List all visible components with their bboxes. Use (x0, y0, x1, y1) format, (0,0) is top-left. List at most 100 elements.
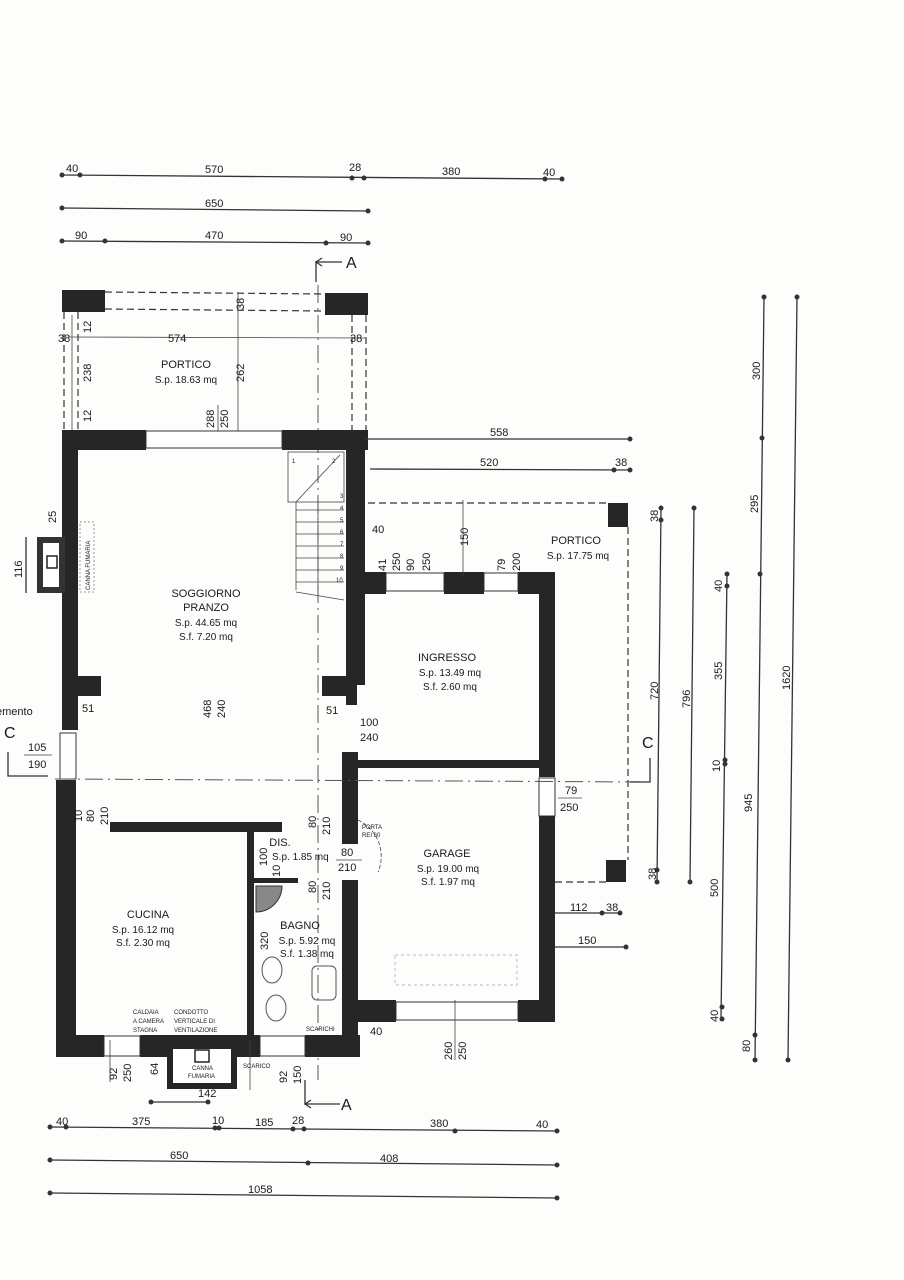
svg-text:250: 250 (457, 1042, 469, 1060)
room-area: S.p. 18.63 mq (155, 375, 217, 386)
dim-label: 28 (349, 162, 361, 174)
dim-label: 470 (205, 230, 223, 242)
walls (37, 430, 556, 1089)
svg-text:2: 2 (332, 459, 336, 465)
svg-text:355: 355 (713, 662, 725, 680)
svg-text:FUMARIA: FUMARIA (188, 1074, 215, 1080)
svg-text:1620: 1620 (781, 666, 793, 690)
svg-text:38: 38 (235, 298, 247, 310)
svg-text:210: 210 (338, 862, 356, 874)
annotations: CANNA FUMARIA PORTA REI 60 CALDAIA A CAM… (46, 521, 518, 1080)
svg-text:100: 100 (258, 848, 270, 866)
svg-text:12: 12 (82, 321, 94, 333)
svg-text:79: 79 (565, 785, 577, 797)
svg-text:240: 240 (216, 700, 228, 718)
svg-text:S.p. 19.00 mq: S.p. 19.00 mq (417, 864, 479, 875)
svg-text:720: 720 (649, 682, 661, 700)
svg-text:10: 10 (711, 760, 723, 772)
svg-text:DIS.: DIS. (269, 837, 290, 849)
svg-text:S.f. 2.60 mq: S.f. 2.60 mq (423, 682, 477, 693)
svg-text:A: A (346, 255, 357, 272)
dim-label: 40 (66, 163, 78, 175)
svg-text:CANNA: CANNA (192, 1066, 213, 1072)
svg-text:C: C (642, 735, 654, 752)
svg-text:40: 40 (709, 1010, 721, 1022)
svg-text:520: 520 (480, 457, 498, 469)
right-dimensions: 38 720 38 796 40 355 10 500 40 300 295 9… (647, 294, 800, 1063)
svg-text:142: 142 (198, 1088, 216, 1100)
svg-text:40: 40 (372, 524, 384, 536)
svg-text:S.f. 7.20 mq: S.f. 7.20 mq (179, 632, 233, 643)
svg-text:250: 250 (560, 802, 578, 814)
svg-text:REI 60: REI 60 (362, 833, 381, 839)
svg-text:112: 112 (570, 902, 588, 914)
svg-text:A CAMERA: A CAMERA (133, 1019, 164, 1025)
svg-text:GARAGE: GARAGE (423, 848, 470, 860)
svg-text:6: 6 (340, 530, 344, 536)
svg-text:3: 3 (340, 494, 344, 500)
svg-text:500: 500 (709, 879, 721, 897)
svg-text:40: 40 (536, 1119, 548, 1131)
dim-label: 40 (543, 167, 555, 179)
svg-text:262: 262 (235, 364, 247, 382)
svg-text:SCARICHI: SCARICHI (306, 1027, 335, 1033)
inline-dimensions: 558 520 38 40 41 250 90 250 79 200 25 11… (13, 427, 633, 1105)
svg-text:80: 80 (741, 1040, 753, 1052)
section-marker-a-bottom: A (303, 1080, 352, 1114)
svg-text:PRANZO: PRANZO (183, 602, 229, 614)
svg-text:CANNA FUMARIA: CANNA FUMARIA (86, 541, 92, 590)
svg-text:CUCINA: CUCINA (127, 909, 170, 921)
svg-text:25: 25 (47, 511, 59, 523)
svg-text:380: 380 (430, 1118, 448, 1130)
svg-text:CALDAIA: CALDAIA (133, 1010, 159, 1016)
svg-text:1058: 1058 (248, 1184, 272, 1196)
section-marker-c-right: C (630, 735, 654, 783)
svg-text:9: 9 (340, 566, 344, 572)
dim-label: 380 (442, 166, 460, 178)
top-dimensions: 40 570 28 380 40 650 90 470 90 (59, 162, 565, 246)
svg-text:150: 150 (459, 528, 471, 546)
svg-text:116: 116 (13, 560, 25, 578)
svg-text:10: 10 (212, 1115, 224, 1127)
svg-text:VENTILAZIONE: VENTILAZIONE (174, 1028, 217, 1034)
svg-text:A: A (341, 1097, 352, 1114)
svg-text:S.p. 13.49 mq: S.p. 13.49 mq (419, 668, 481, 679)
svg-text:28: 28 (292, 1115, 304, 1127)
portico-nord: 38 574 38 38 12 238 12 262 288 250 PORTI… (58, 290, 368, 432)
svg-text:5: 5 (340, 518, 344, 524)
svg-text:92: 92 (108, 1068, 120, 1080)
svg-text:4: 4 (340, 506, 344, 512)
svg-text:STAGNA: STAGNA (133, 1028, 157, 1034)
svg-text:200: 200 (511, 553, 523, 571)
svg-text:295: 295 (749, 495, 761, 513)
svg-text:7: 7 (340, 542, 344, 548)
svg-text:210: 210 (99, 807, 111, 825)
svg-text:250: 250 (219, 410, 231, 428)
svg-text:80: 80 (85, 810, 97, 822)
room-labels: SOGGIORNO PRANZO S.p. 44.65 mq S.f. 7.20… (112, 588, 481, 960)
room-name: PORTICO (161, 359, 211, 371)
svg-text:250: 250 (122, 1064, 134, 1082)
svg-text:10: 10 (271, 865, 283, 877)
svg-text:408: 408 (380, 1153, 398, 1165)
svg-text:40: 40 (370, 1026, 382, 1038)
svg-text:210: 210 (321, 882, 333, 900)
svg-text:38: 38 (58, 333, 70, 345)
svg-text:S.p. 16.12 mq: S.p. 16.12 mq (112, 925, 174, 936)
svg-text:38: 38 (647, 868, 659, 880)
svg-text:90: 90 (405, 559, 417, 571)
svg-text:288: 288 (205, 410, 217, 428)
svg-text:emento: emento (0, 706, 33, 718)
svg-text:38: 38 (615, 457, 627, 469)
svg-text:INGRESSO: INGRESSO (418, 652, 477, 664)
svg-text:375: 375 (132, 1116, 150, 1128)
svg-text:40: 40 (56, 1116, 68, 1128)
svg-text:10: 10 (73, 810, 85, 822)
svg-text:650: 650 (170, 1150, 188, 1162)
svg-text:1: 1 (292, 459, 296, 465)
svg-text:S.p. 5.92 mq: S.p. 5.92 mq (279, 936, 336, 947)
svg-text:VERTICALE DI: VERTICALE DI (174, 1019, 215, 1025)
svg-text:8: 8 (340, 554, 344, 560)
